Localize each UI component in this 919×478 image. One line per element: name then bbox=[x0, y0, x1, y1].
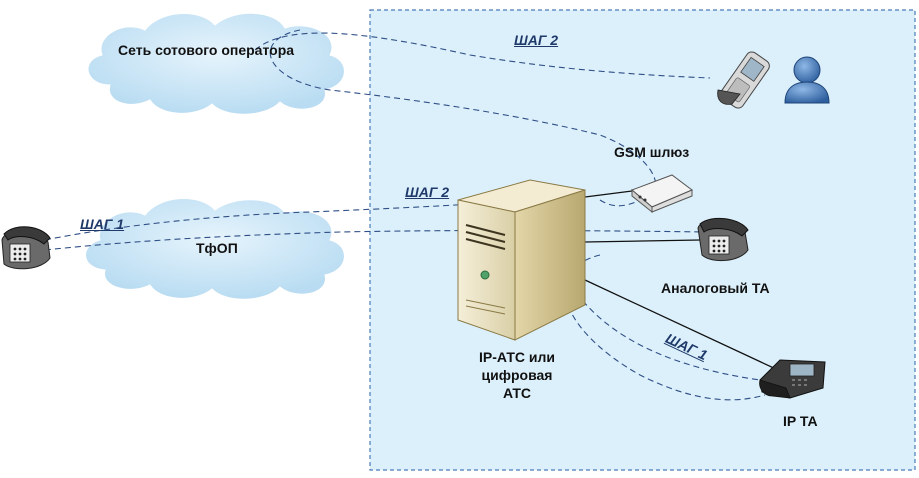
cellular-network-cloud bbox=[87, 12, 345, 115]
external-phone-device bbox=[1, 226, 51, 270]
analog-phone-device bbox=[697, 217, 749, 262]
ip-phone-device bbox=[759, 359, 826, 399]
route-cellular-to-gsm bbox=[269, 29, 657, 191]
pbx-label-line-3: АТС bbox=[502, 385, 532, 401]
gsm-gateway-device bbox=[631, 174, 693, 214]
route-pbx-to-ip-phone-lower bbox=[564, 254, 766, 401]
step1-label-left: ШАГ 1 bbox=[80, 216, 125, 232]
step2-label-middle: ШАГ 2 bbox=[405, 184, 450, 200]
pbx-label-line-1: IP-АТС или bbox=[479, 349, 555, 365]
cellular-network-label: Сеть сотового оператора bbox=[118, 42, 295, 58]
pbx-label: IP-АТС или цифровая АТС bbox=[462, 348, 572, 402]
route-cellular-to-mobile bbox=[254, 32, 711, 79]
pbx-server bbox=[457, 179, 586, 341]
step2-label-top: ШАГ 2 bbox=[514, 32, 559, 48]
office-zone bbox=[369, 9, 916, 471]
analog-phone-label: Аналоговый ТА bbox=[661, 280, 770, 296]
pstn-label: ТфОП bbox=[196, 240, 238, 256]
pbx-label-line-2: цифровая bbox=[481, 367, 553, 383]
route-pbx-to-gsm bbox=[599, 199, 641, 207]
mobile-user-icon bbox=[784, 56, 830, 104]
mobile-phone-device bbox=[717, 51, 770, 109]
pstn-cloud bbox=[85, 198, 345, 300]
gsm-gateway-label: GSM шлюз bbox=[614, 144, 690, 160]
physical-links bbox=[584, 189, 779, 371]
route-pstn-to-analog bbox=[44, 229, 706, 251]
ip-phone-label: IP ТА bbox=[783, 413, 818, 429]
